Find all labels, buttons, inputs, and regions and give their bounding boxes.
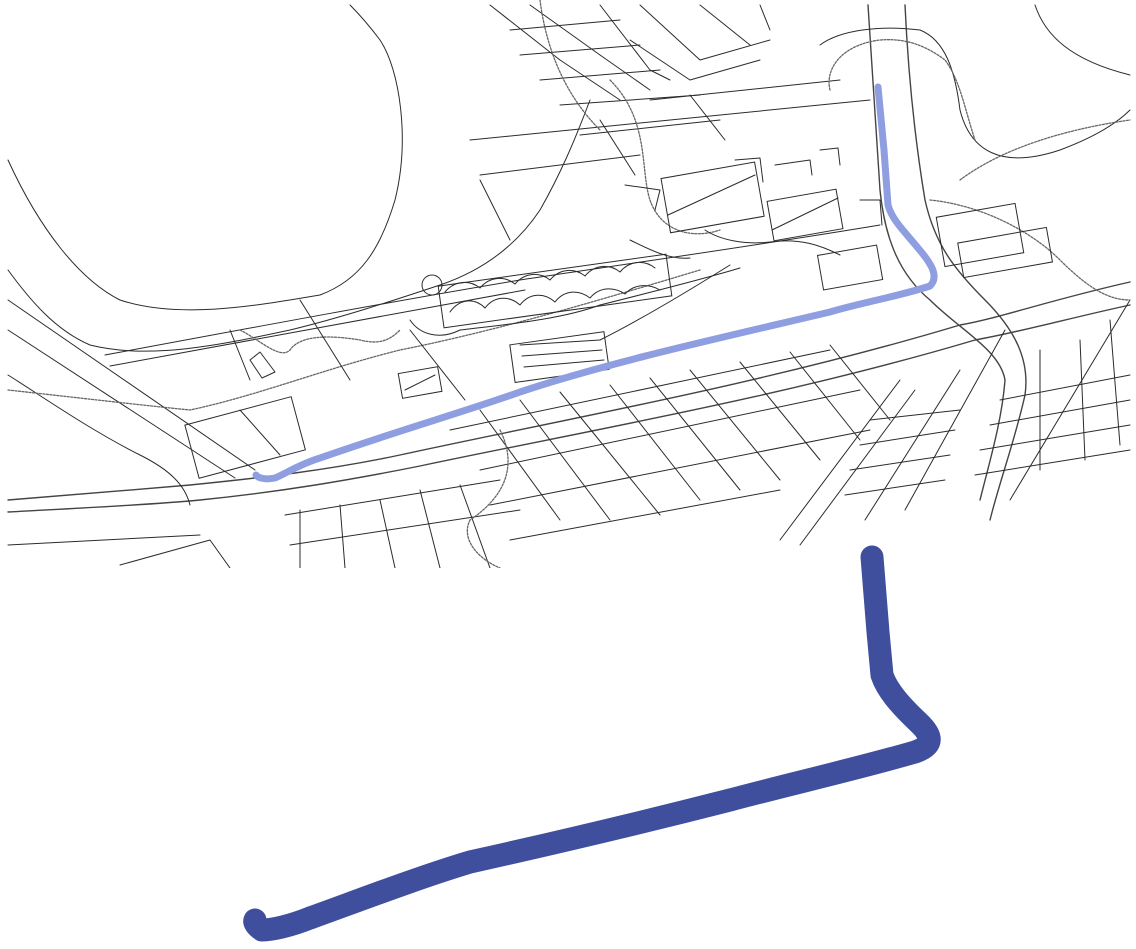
- utility-line-1: [7, 269, 701, 411]
- facility-buildings: [184, 147, 1054, 479]
- route-overlay-on-map: [252, 83, 938, 483]
- road-southeast-4: [904, 329, 1006, 511]
- utility-line-5: [929, 199, 1131, 301]
- road-southeast-2: [799, 389, 916, 546]
- road-northeast: [1034, 4, 1131, 76]
- utility-line-8: [539, 0, 601, 131]
- site-path-3: [704, 229, 841, 256]
- parcel-grid-southeast: [844, 319, 1131, 496]
- parcel-west-4: [409, 329, 466, 401]
- route-isolated-path: [243, 545, 941, 942]
- avenue-east-curve: [819, 27, 1131, 159]
- site-path-4: [629, 239, 691, 259]
- utility-line-3: [828, 39, 976, 141]
- site-path-2: [599, 264, 731, 341]
- road-south-edge: [7, 281, 1131, 501]
- road-main-north-edge: [104, 224, 881, 356]
- road-south-edge-2: [7, 304, 1131, 513]
- parcel-grid-north: [469, 4, 871, 176]
- utility-line-7: [466, 429, 509, 568]
- road-southeast-5: [1009, 299, 1131, 501]
- avenue-east-west-edge: [867, 4, 1006, 501]
- utility-line-2: [239, 329, 401, 354]
- tree-row: [421, 253, 673, 329]
- parcel-west-1: [299, 299, 351, 381]
- road-west-diagonal: [7, 299, 256, 471]
- road-west-diagonal-2: [7, 329, 236, 479]
- road-southeast-3: [864, 369, 961, 521]
- parcel-west-2: [229, 329, 251, 381]
- utility-line-4: [609, 79, 721, 235]
- utility-line-6: [959, 119, 1131, 181]
- site-path-1: [409, 267, 741, 336]
- avenue-east-east-edge: [904, 4, 1027, 521]
- parcel-grid-south: [7, 344, 891, 568]
- parcel-west-3: [479, 179, 511, 241]
- road-southeast-1: [779, 379, 901, 541]
- basemap-layer: [7, 0, 1131, 568]
- terrain-boundary-northwest: [7, 4, 403, 311]
- terrain-contour-west: [7, 99, 591, 352]
- road-west-stub: [7, 374, 191, 506]
